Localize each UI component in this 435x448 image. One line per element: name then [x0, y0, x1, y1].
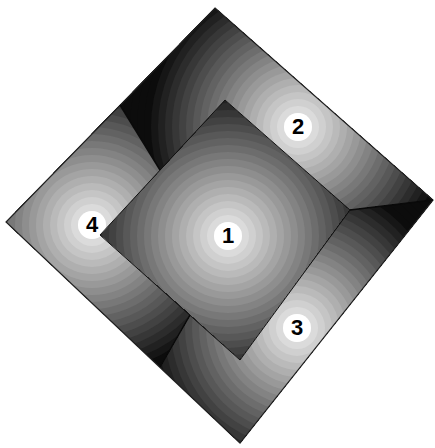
- distance-band: [0, 1, 316, 448]
- region-divider: [120, 105, 160, 170]
- distance-band: [242, 71, 354, 183]
- distance-band: [43, 176, 141, 274]
- distance-band: [0, 29, 288, 421]
- callout-number: 4: [86, 214, 98, 236]
- distance-band: [241, 272, 353, 384]
- distance-band: [0, 43, 274, 407]
- distance-band: [262, 293, 332, 363]
- band-center: [284, 113, 312, 141]
- distance-band: [228, 57, 368, 197]
- distance-band: [186, 194, 270, 278]
- distance-band: [158, 166, 298, 306]
- distance-band: [0, 50, 267, 400]
- distance-band: [276, 307, 318, 349]
- distance-band: [0, 8, 309, 442]
- distance-band: [221, 50, 375, 204]
- distance-band: [0, 0, 323, 448]
- distance-band: [227, 258, 367, 398]
- distance-band: [214, 222, 242, 250]
- distance-band: [0, 120, 197, 330]
- distance-band: [277, 106, 319, 148]
- distance-band: [178, 209, 416, 447]
- distance-band: [0, 0, 330, 448]
- distance-band: [200, 208, 256, 264]
- distance-band: [255, 286, 339, 370]
- distance-band: [11, 19, 435, 448]
- distance-band: [0, 127, 190, 323]
- distance-band: [116, 0, 435, 309]
- distance-band: [0, 78, 239, 372]
- distance-band: [1, 134, 183, 316]
- distance-band: [284, 113, 312, 141]
- distance-band: [249, 78, 347, 176]
- distance-band: [0, 36, 281, 414]
- region-divider: [350, 200, 433, 210]
- distance-band: [36, 169, 148, 281]
- callout-number: 1: [222, 225, 234, 247]
- distance-band: [64, 197, 120, 253]
- distance-band: [143, 174, 435, 448]
- distance-band: [235, 64, 361, 190]
- distance-band: [22, 155, 162, 295]
- distance-band: [206, 237, 388, 419]
- distance-band: [151, 159, 305, 313]
- distance-band: [150, 181, 435, 448]
- distance-band: [171, 202, 423, 448]
- distance-band: [214, 43, 382, 211]
- distance-band: [256, 85, 340, 169]
- distance-band: [0, 85, 232, 365]
- distance-band: [193, 22, 403, 232]
- distance-band: [185, 216, 409, 440]
- band-center: [214, 222, 242, 250]
- distance-band: [0, 113, 204, 337]
- callout-number: 2: [292, 116, 304, 138]
- distance-band: [193, 201, 263, 271]
- distance-band: [0, 0, 337, 448]
- distance-band: [200, 29, 396, 225]
- distance-band: [157, 188, 435, 448]
- distance-band: [213, 244, 381, 412]
- region-divider: [160, 315, 190, 367]
- distance-band: [18, 26, 435, 446]
- band-center: [78, 211, 106, 239]
- distance-band: [0, 15, 302, 435]
- distance-band: [15, 148, 169, 302]
- band-center: [283, 314, 311, 342]
- distance-band: [179, 187, 277, 285]
- distance-band: [71, 204, 113, 246]
- distance-band: [0, 92, 225, 358]
- distance-band: [144, 152, 312, 320]
- callout-number: 3: [291, 317, 303, 339]
- outer-outline: [6, 8, 433, 443]
- distance-band: [283, 314, 311, 342]
- distance-band: [165, 173, 291, 299]
- distance-band: [0, 5, 435, 448]
- distance-band: [199, 230, 395, 426]
- distance-band: [0, 22, 295, 428]
- distance-band: [207, 36, 389, 218]
- distance-band: [78, 211, 106, 239]
- distance-band: [220, 251, 374, 405]
- distance-band: [0, 106, 211, 344]
- distance-band: [186, 15, 410, 239]
- distance-band: [172, 180, 284, 292]
- inner-outline: [100, 100, 350, 360]
- distance-band: [164, 195, 430, 448]
- left-region: [0, 0, 337, 448]
- distance-band: [192, 223, 402, 433]
- distance-band: [29, 162, 155, 288]
- distance-band: [4, 12, 435, 448]
- distance-band: [207, 215, 249, 257]
- distance-band: [8, 141, 176, 309]
